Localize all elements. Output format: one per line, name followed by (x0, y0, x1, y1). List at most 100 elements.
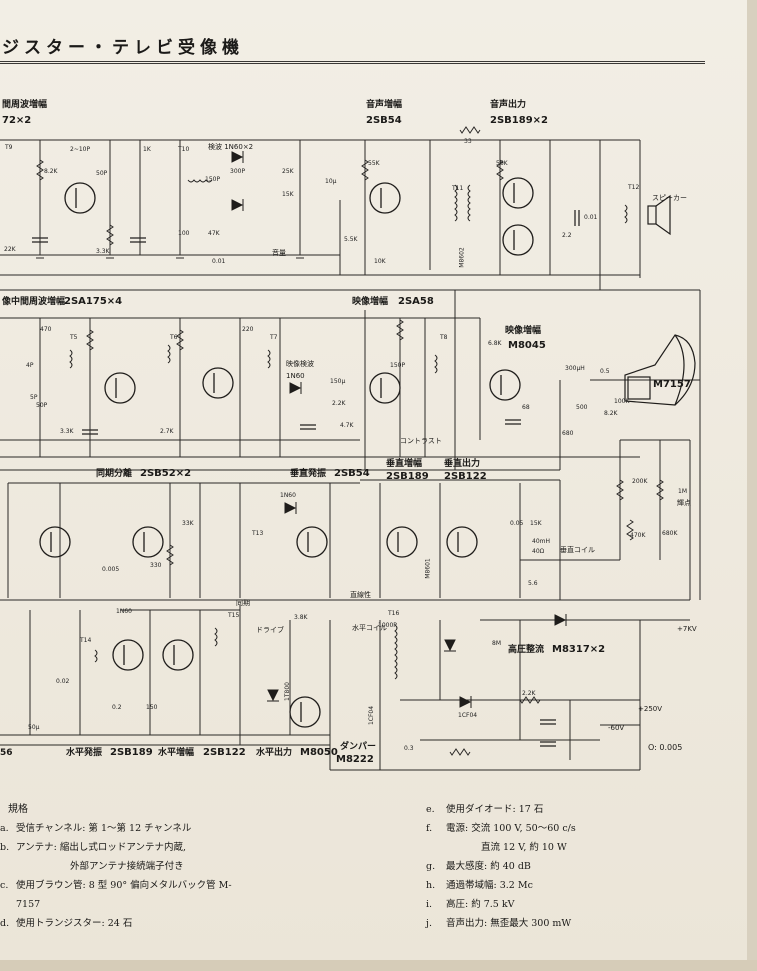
left-num: 56 (0, 748, 13, 758)
page-title: ジスター・テレビ受像機 (2, 38, 244, 58)
spec-key: c. (0, 880, 9, 891)
comp-value: 2.2K (522, 690, 536, 697)
comp-value: 300μH (565, 365, 585, 372)
plus7kv-label: +7KV (677, 625, 697, 633)
video-detector-label: 映像検波 (286, 360, 314, 368)
footnote: O: 0.005 (648, 743, 683, 752)
vert-osc-part: 2SB54 (334, 468, 370, 479)
comp-value: 5P (30, 394, 38, 401)
spec-text: 電源: 交流 100 V, 50～60 c/s (446, 823, 576, 834)
specs-heading: 規格 (8, 804, 28, 815)
comp-value: 8M (492, 640, 501, 647)
comp-value: 150 (146, 704, 158, 711)
comp-value: 0.3 (404, 745, 414, 752)
comp-value: 68 (522, 404, 530, 411)
diode-1cf04-a: 1CF04 (368, 705, 376, 726)
linearity-label: 直線性 (350, 591, 371, 599)
detector-label: 検波 1N60×2 (208, 143, 254, 151)
comp-value: 470K (630, 532, 646, 539)
video-if-part: 2SA175×4 (64, 296, 123, 307)
spec-text: 最大感度: 約 40 dB (446, 861, 531, 872)
audio-out-name: 音声出力 (490, 100, 527, 110)
comp-value: 3.3K (60, 428, 74, 435)
comp-value: 5.5K (344, 236, 358, 243)
title-rule (0, 61, 705, 62)
t15-tag: T15 (228, 612, 240, 619)
crt-label: M7157 (653, 379, 691, 390)
plus250-label: +250V (638, 705, 663, 713)
video-amp1-name: 映像増幅 (352, 297, 389, 307)
spec-text: アンテナ: 縮出し式ロッドアンテナ内蔵, (16, 842, 186, 853)
t9-tag: T9 (5, 144, 13, 151)
comp-value: 15K (282, 191, 294, 198)
spec-text: 高圧: 約 7.5 kV (446, 899, 515, 910)
t7-tag: T7 (270, 334, 278, 341)
comp-value: 0.02 (56, 678, 70, 685)
spec-text: 使用トランジスター: 24 石 (16, 918, 133, 929)
comp-value: 0.2 (112, 704, 122, 711)
comp-value: 2.2 (562, 232, 572, 239)
audio-out-part: 2SB189×2 (490, 115, 548, 126)
t14-tag: T14 (80, 637, 92, 644)
contrast-label: コントラスト (400, 437, 442, 445)
vert-amp-part: 2SB189 (386, 471, 429, 482)
comp-value: 300P (230, 168, 246, 175)
comp-value: 56K (496, 160, 508, 167)
video-amp2-part: M8045 (508, 340, 546, 351)
spec-key: d. (0, 918, 10, 929)
spec-text: 音声出力: 無歪最大 300 mW (446, 918, 572, 929)
t12-tag: T12 (628, 184, 640, 191)
t8-tag: T8 (440, 334, 448, 341)
diode-1n60-b: 1N60 (116, 608, 132, 615)
comp-value: 3.3K (96, 248, 110, 255)
spec-key: e. (426, 804, 435, 815)
comp-value: 200K (632, 478, 648, 485)
hold-label: 同期 (236, 599, 250, 607)
comp-value: 470 (40, 326, 52, 333)
specifications: 規格 a. 受信チャンネル: 第 1～第 12 チャンネル b. アンテナ: 縮… (0, 800, 757, 950)
vert-out-part: 2SB122 (444, 471, 487, 482)
comp-value: 680 (562, 430, 574, 437)
comp-value: 2.2K (332, 400, 346, 407)
comp-value: 40Ω (532, 548, 545, 555)
vert-coil-label: 垂直コイル (560, 546, 595, 554)
audio-amp-name: 音声増幅 (366, 100, 403, 110)
spec-text: 直流 12 V, 約 10 W (481, 842, 567, 853)
damper-name: ダンパー (340, 742, 377, 752)
comp-value: 0.5 (600, 368, 610, 375)
t11-tag: T11 (452, 185, 464, 192)
if-amp-top-name: 間周波増幅 (2, 100, 48, 110)
title-rule-2 (0, 63, 705, 64)
spec-text: 7157 (16, 899, 41, 910)
comp-value: 47K (208, 230, 220, 237)
comp-value: 50μ (28, 724, 40, 731)
comp-value: 100 (178, 230, 190, 237)
comp-value: 150P (205, 176, 221, 183)
horiz-out-part: M8050 (300, 747, 338, 758)
comp-value: 150μ (330, 378, 346, 385)
comp-value: 330 (150, 562, 162, 569)
t13-tag: T13 (252, 530, 264, 537)
vert-amp-name: 垂直増幅 (386, 459, 423, 469)
horiz-coil-label: 水平コイル (352, 624, 387, 632)
spec-text: 外部アンテナ接続端子付き (70, 861, 184, 872)
comp-value: 100K (614, 398, 630, 405)
comp-value: 55K (368, 160, 380, 167)
diode-1n60-a: 1N60 (280, 492, 296, 499)
page-bottom-edge (0, 960, 757, 971)
t10-tag: T10 (178, 146, 190, 153)
comp-value: 3.8K (294, 614, 308, 621)
horiz-amp-part: 2SB122 (203, 747, 246, 758)
audio-amp-part: 2SB54 (366, 115, 402, 126)
horiz-osc-name: 水平発振 (66, 748, 103, 758)
sync-sep-name: 同期分離 (96, 469, 133, 479)
horiz-out-name: 水平出力 (256, 748, 293, 758)
comp-value: 50P (96, 170, 108, 177)
m8602-tag: M8602 (458, 247, 466, 268)
comp-value: 1K (143, 146, 151, 153)
comp-value: 150P (390, 362, 406, 369)
damper-part: M8222 (336, 754, 374, 765)
comp-value: 33K (182, 520, 194, 527)
spec-key: h. (426, 880, 436, 891)
